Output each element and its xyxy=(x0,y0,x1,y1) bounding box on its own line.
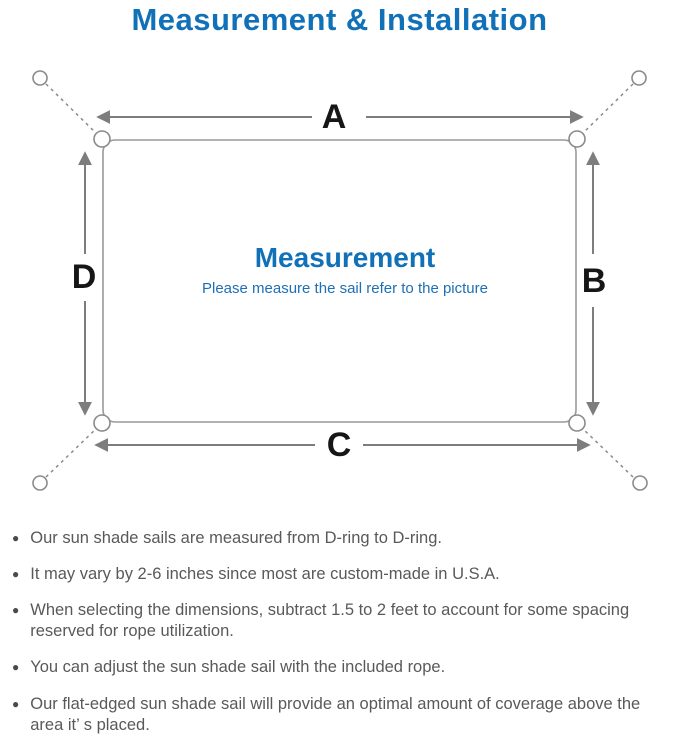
bullet-text: Our flat-edged sun shade sail will provi… xyxy=(30,694,641,734)
bullet-item: ● Our sun shade sails are measured from … xyxy=(10,528,670,549)
sail-rectangle xyxy=(102,139,577,423)
sail-center-caption: Measurement Please measure the sail refe… xyxy=(115,242,575,298)
bullet-item: ● When selecting the dimensions, subtrac… xyxy=(10,600,670,642)
measurement-subtitle: Please measure the sail refer to the pic… xyxy=(202,279,488,297)
dimension-label-a: A xyxy=(321,98,347,136)
bullet-dot-icon: ● xyxy=(12,567,20,582)
bullet-dot-icon: ● xyxy=(12,531,20,545)
page-title: Measurement & Installation xyxy=(131,2,548,37)
rope-dashed-lines xyxy=(45,83,634,478)
bullet-text: Our sun shade sails are measured from D-… xyxy=(30,529,442,547)
corner-d-rings xyxy=(93,130,586,432)
dimension-arrows xyxy=(78,110,600,452)
bullet-text: You can adjust the sun shade sail with t… xyxy=(30,658,446,677)
dimension-label-b: B xyxy=(581,262,607,300)
bullet-dot-icon: ● xyxy=(12,696,20,711)
bullet-item: ● It may vary by 2-6 inches since most a… xyxy=(10,564,670,585)
sail-measurement-diagram xyxy=(32,70,648,491)
bullet-dot-icon: ● xyxy=(12,603,20,618)
bullet-dot-icon: ● xyxy=(12,660,20,675)
instruction-bullet-list: ● Our sun shade sails are measured from … xyxy=(10,528,670,736)
bullet-text: When selecting the dimensions, subtract … xyxy=(30,601,630,641)
dimension-label-c: C xyxy=(326,426,352,464)
dimension-label-d: D xyxy=(71,258,97,296)
anchor-points xyxy=(32,70,648,491)
bullet-item: ● Our flat-edged sun shade sail will pro… xyxy=(10,694,670,736)
measurement-heading: Measurement xyxy=(254,242,436,273)
bullet-text: It may vary by 2-6 inches since most are… xyxy=(30,565,500,584)
bullet-item: ● You can adjust the sun shade sail with… xyxy=(10,657,670,678)
